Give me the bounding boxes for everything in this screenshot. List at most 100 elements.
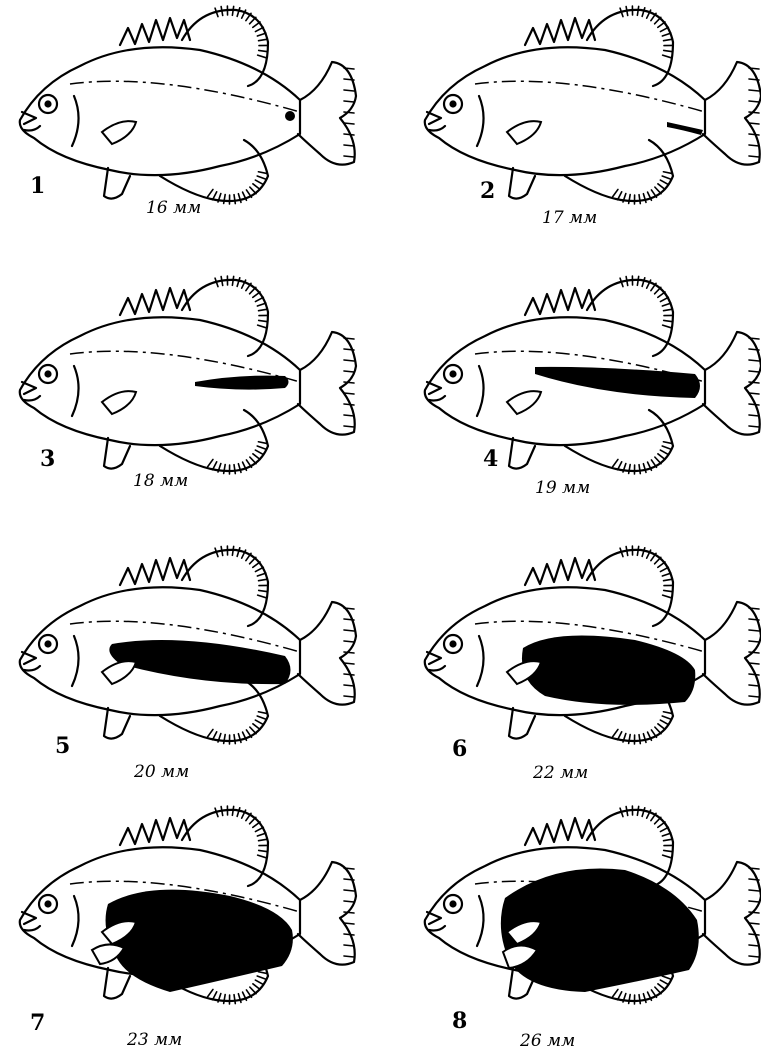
soft-dorsal-rays-2 bbox=[620, 6, 673, 58]
dorsal-spines-7 bbox=[120, 818, 190, 845]
dorsal-spines-3 bbox=[120, 288, 190, 315]
anal-fin-4 bbox=[565, 410, 673, 471]
body-outline-1 bbox=[20, 47, 300, 175]
soft-dorsal-fin-1 bbox=[182, 10, 268, 86]
pigment-mark-4 bbox=[535, 367, 700, 398]
pupil-8 bbox=[449, 900, 456, 907]
fish-body-3 bbox=[20, 276, 356, 474]
soft-dorsal-fin-5 bbox=[182, 550, 268, 626]
dorsal-spines-4 bbox=[525, 288, 595, 315]
tail-fin-6 bbox=[703, 602, 761, 705]
stage-size-8: 26 мм bbox=[520, 1033, 575, 1050]
stage-number-6: 6 bbox=[452, 738, 467, 760]
soft-dorsal-fin-4 bbox=[587, 280, 673, 356]
stage-panel-4: 4 19 мм bbox=[405, 270, 761, 530]
soft-dorsal-fin-7 bbox=[182, 810, 268, 886]
gill-cover-1 bbox=[72, 96, 79, 146]
dorsal-spines-6 bbox=[525, 558, 595, 585]
mouth-2 bbox=[427, 112, 445, 131]
anal-fin-1 bbox=[160, 140, 268, 201]
soft-dorsal-fin-3 bbox=[182, 280, 268, 356]
soft-dorsal-rays-4 bbox=[620, 276, 673, 328]
soft-dorsal-rays-5 bbox=[215, 546, 268, 598]
pectoral-fin-5 bbox=[102, 661, 136, 684]
tail-fin-3 bbox=[298, 332, 356, 435]
pupil-1 bbox=[44, 100, 51, 107]
fish-body-8 bbox=[425, 806, 761, 1004]
pigment-mark-1 bbox=[285, 111, 295, 121]
gill-cover-3 bbox=[72, 366, 79, 416]
stage-size-4: 19 мм bbox=[535, 480, 590, 497]
pupil-7 bbox=[44, 900, 51, 907]
lateral-line-1 bbox=[70, 81, 300, 112]
mouth-1 bbox=[22, 112, 40, 131]
fish-body-5 bbox=[20, 546, 356, 744]
tail-fin-1 bbox=[298, 62, 356, 165]
pectoral-fin-2 bbox=[507, 121, 541, 144]
tail-fin-7 bbox=[298, 862, 356, 965]
fish-drawing-7 bbox=[0, 800, 380, 1060]
pectoral-fin-3 bbox=[102, 391, 136, 414]
fish-body-7 bbox=[20, 806, 356, 1004]
mouth-3 bbox=[22, 382, 40, 401]
stage-size-1: 16 мм bbox=[146, 200, 201, 217]
gill-cover-8 bbox=[477, 896, 484, 946]
fish-drawing-1 bbox=[0, 0, 380, 260]
gill-cover-4 bbox=[477, 366, 484, 416]
stage-number-7: 7 bbox=[30, 1012, 45, 1034]
stage-number-3: 3 bbox=[40, 448, 55, 470]
stage-panel-1: 1 16 мм bbox=[0, 0, 380, 260]
tail-fin-8 bbox=[703, 862, 761, 965]
stage-size-3: 18 мм bbox=[133, 473, 188, 490]
stage-panel-3: 3 18 мм bbox=[0, 270, 380, 530]
fish-body-1 bbox=[20, 6, 356, 204]
stage-number-8: 8 bbox=[452, 1010, 467, 1032]
fish-body-2 bbox=[425, 6, 761, 204]
stage-size-7: 23 мм bbox=[127, 1032, 182, 1049]
stage-panel-2: 2 17 мм bbox=[405, 0, 761, 260]
stage-number-4: 4 bbox=[483, 448, 498, 470]
pigment-mark-3 bbox=[195, 376, 289, 390]
gill-cover-2 bbox=[477, 96, 484, 146]
anal-fin-3 bbox=[160, 410, 268, 471]
tail-fin-2 bbox=[703, 62, 761, 165]
gill-cover-6 bbox=[477, 636, 484, 686]
soft-dorsal-rays-7 bbox=[215, 806, 268, 858]
stage-panel-8: 8 26 мм bbox=[405, 800, 761, 1060]
mouth-5 bbox=[22, 652, 40, 671]
anal-fin-2 bbox=[565, 140, 673, 201]
soft-dorsal-rays-8 bbox=[620, 806, 673, 858]
pupil-2 bbox=[449, 100, 456, 107]
pigment-mark-7 bbox=[92, 890, 293, 992]
fish-body-6 bbox=[425, 546, 761, 744]
stage-number-2: 2 bbox=[480, 180, 495, 202]
pupil-5 bbox=[44, 640, 51, 647]
dorsal-spines-1 bbox=[120, 18, 190, 45]
pupil-6 bbox=[449, 640, 456, 647]
gill-cover-5 bbox=[72, 636, 79, 686]
tail-fin-4 bbox=[703, 332, 761, 435]
dorsal-spines-2 bbox=[525, 18, 595, 45]
lateral-line-2 bbox=[475, 81, 705, 112]
mouth-7 bbox=[22, 912, 40, 931]
fish-body-4 bbox=[425, 276, 761, 474]
soft-dorsal-fin-6 bbox=[587, 550, 673, 626]
stage-size-5: 20 мм bbox=[134, 764, 189, 781]
stage-panel-7: 7 23 мм bbox=[0, 800, 380, 1060]
stage-size-2: 17 мм bbox=[542, 210, 597, 227]
pectoral-fin-4 bbox=[507, 391, 541, 414]
soft-dorsal-rays-6 bbox=[620, 546, 673, 598]
fish-drawing-3 bbox=[0, 270, 380, 530]
soft-dorsal-fin-2 bbox=[587, 10, 673, 86]
stage-number-5: 5 bbox=[55, 735, 70, 757]
pigment-mark-2 bbox=[667, 122, 703, 135]
stage-size-6: 22 мм bbox=[533, 765, 588, 782]
pectoral-fin-1 bbox=[102, 121, 136, 144]
stage-panel-6: 6 22 мм bbox=[405, 540, 761, 800]
body-outline-2 bbox=[425, 47, 705, 175]
pupil-4 bbox=[449, 370, 456, 377]
pigment-mark-6 bbox=[522, 636, 695, 705]
anal-fin-5 bbox=[160, 680, 268, 741]
mouth-8 bbox=[427, 912, 445, 931]
pupil-3 bbox=[44, 370, 51, 377]
